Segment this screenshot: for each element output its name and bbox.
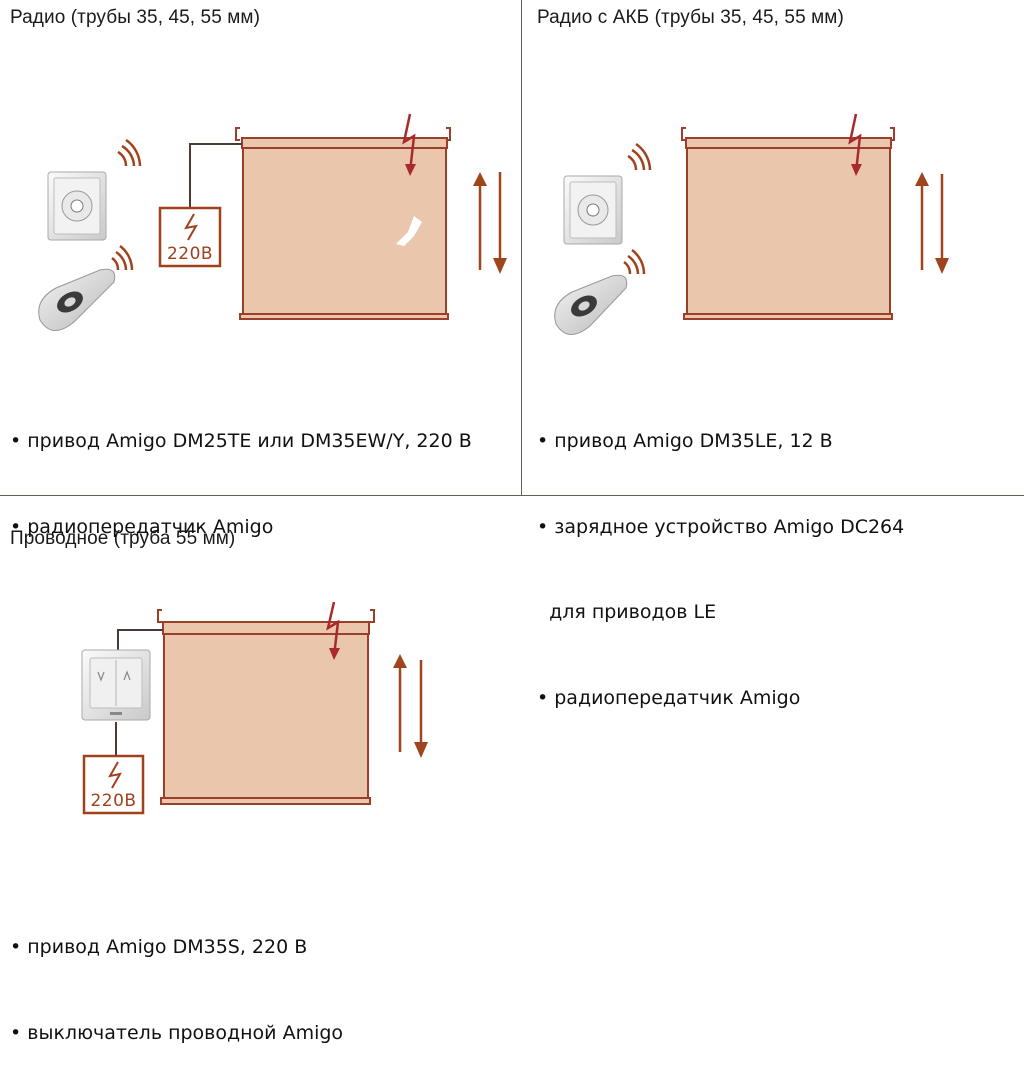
wired-wires: [115, 629, 163, 756]
wired-switch-icon: [81, 649, 151, 721]
wired-up-down-arrows: [393, 654, 428, 758]
radio-wall-transmitter-icon: [47, 138, 142, 241]
section-title-radio: Радио (трубы 35, 45, 55 мм): [10, 7, 261, 28]
list-item: • привод Amigo DM25TE или DM35EW/Y, 220 …: [10, 430, 472, 452]
battery-remote-icon: [554, 249, 646, 335]
radio-power-wire: [158, 143, 242, 268]
radio-components-list: • привод Amigo DM25TE или DM35EW/Y, 220 …: [10, 370, 472, 570]
wired-components-list: • привод Amigo DM35S, 220 В • выключател…: [10, 876, 343, 1076]
radio-remote-icon: [38, 245, 134, 331]
wired-power-box: [82, 754, 145, 815]
wired-power-label: 220В: [90, 791, 137, 811]
battery-blind: [681, 113, 895, 320]
list-item: • выключатель проводной Amigo: [10, 1021, 344, 1044]
list-item: • радиопередатчик Amigo: [537, 686, 801, 709]
diagram-canvas: [38, 113, 949, 815]
list-item: • привод Amigo DM35LE, 12 В: [537, 430, 833, 452]
radio-power-label: 220В: [166, 244, 214, 264]
list-item: • зарядное устройство Amigo DC264: [537, 515, 905, 538]
section-divider-horizontal: [0, 495, 1024, 496]
radio-up-down-arrows: [473, 172, 507, 274]
section-divider-vertical: [521, 0, 522, 496]
radio-blind: [235, 113, 451, 320]
battery-wall-transmitter-icon: [563, 142, 652, 245]
list-item: • радиопередатчик Amigo: [10, 515, 274, 538]
battery-up-down-arrows: [915, 172, 949, 274]
battery-components-list: • привод Amigo DM35LE, 12 В • зарядное у…: [537, 370, 904, 741]
section-title-radio-battery: Радио с АКБ (трубы 35, 45, 55 мм): [537, 7, 844, 28]
list-item: • привод Amigo DM35S, 220 В: [10, 936, 308, 958]
section-title-wired: Проводное (труба 55 мм): [10, 528, 236, 549]
list-item: для приводов LE: [537, 601, 717, 623]
wired-blind: [157, 601, 375, 805]
